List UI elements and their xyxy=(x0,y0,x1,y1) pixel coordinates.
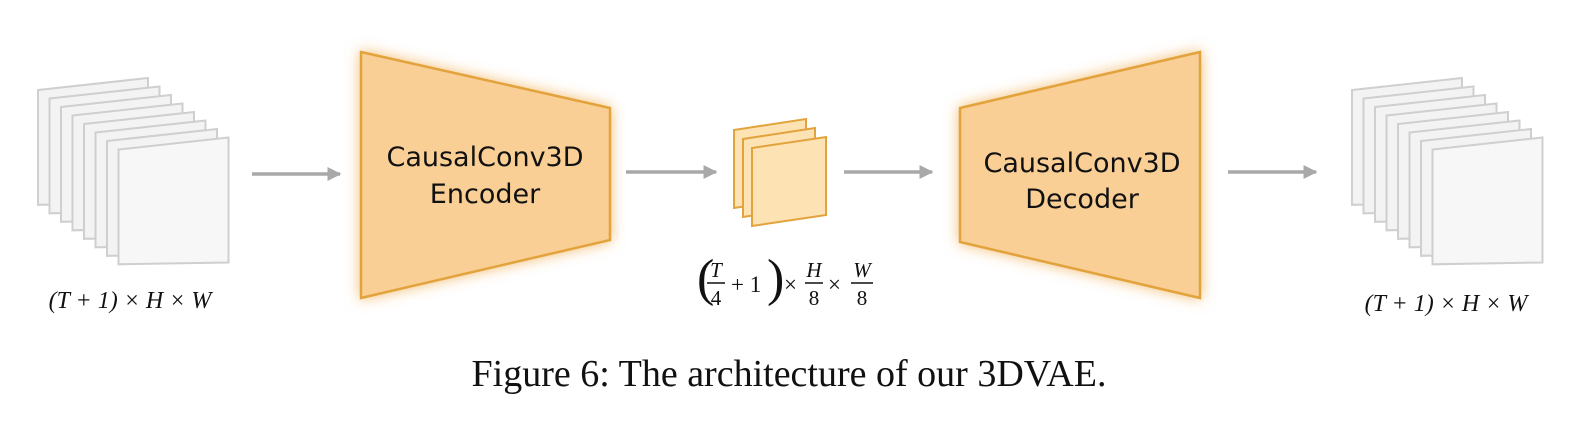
encoder-label-line2: Encoder xyxy=(430,179,541,210)
latent-times1: × xyxy=(784,272,797,297)
latent-div8b: 8 xyxy=(857,286,868,310)
latent-plus1: + 1 xyxy=(731,272,761,297)
output-frames-stack xyxy=(1351,76,1544,266)
latent-h: H xyxy=(805,258,823,282)
decoder-label-line1: CausalConv3D xyxy=(983,148,1180,179)
latent-w: W xyxy=(853,258,873,282)
latent-times2: × xyxy=(828,272,841,297)
latent-stack xyxy=(733,117,827,228)
encoder-label-line1: CausalConv3D xyxy=(386,142,583,173)
svg-text:(: ( xyxy=(697,250,714,307)
input-frames-stack xyxy=(37,76,230,266)
decoder-block: CausalConv3D Decoder xyxy=(958,50,1202,300)
figure-caption: Figure 6: The architecture of our 3DVAE. xyxy=(471,353,1107,395)
svg-text:): ) xyxy=(767,250,784,307)
latent-div8a: 8 xyxy=(809,286,820,310)
encoder-block: CausalConv3D Encoder xyxy=(359,50,612,300)
input-dimension-label: (T + 1) × H × W xyxy=(49,288,214,314)
frame xyxy=(1431,136,1544,266)
latent-dimension-label: ( T 4 + 1 ) × H 8 × W 8 xyxy=(697,250,873,310)
frame xyxy=(117,136,230,266)
latent-t: T xyxy=(710,258,723,282)
decoder-label-line2: Decoder xyxy=(1025,184,1140,215)
latent-div4: 4 xyxy=(711,286,722,310)
output-dimension-label: (T + 1) × H × W xyxy=(1365,291,1530,317)
